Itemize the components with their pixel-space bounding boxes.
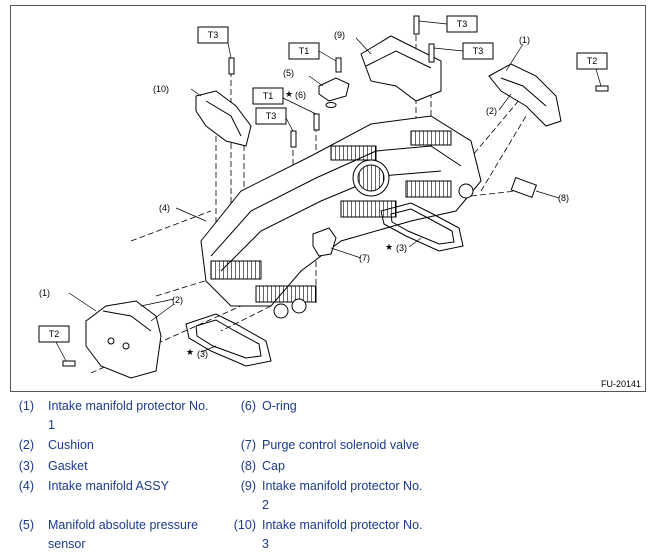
figure-id: FU-20141 (600, 379, 641, 389)
legend-number: (4) (18, 479, 34, 493)
callout-8: (8) (558, 193, 569, 203)
star-6-star: ★ (285, 89, 293, 99)
callout-3-left: (3) (197, 349, 208, 359)
legend-number: (5) (18, 518, 34, 532)
intake-manifold-assy (200, 115, 482, 319)
legend-number: (6) (240, 399, 256, 413)
intake-manifold-protector-no1-left (85, 300, 162, 379)
cap (510, 176, 538, 198)
torque-box: T2 (576, 52, 608, 87)
callout-3-right: (3) (396, 243, 407, 253)
bolts (62, 15, 609, 367)
legend-number: (1) (18, 399, 34, 413)
legend-text: O-ring (262, 399, 297, 413)
callout-2-left: (2) (172, 295, 183, 305)
diagram-drawing: T3 T1 T3 T1 T3 (38, 15, 609, 379)
torque-label: T2 (49, 329, 60, 339)
torque-box: T3 (197, 26, 232, 59)
callout-1-left: (1) (39, 288, 50, 298)
callout-2-right: (2) (486, 106, 497, 116)
o-ring (325, 102, 337, 108)
legend-number: (8) (240, 459, 256, 473)
legend-text: Cap (262, 459, 285, 473)
torque-box: T1 (288, 42, 337, 62)
leader-lines (68, 37, 560, 353)
legend-number: (10) (233, 518, 256, 532)
torque-label: T3 (457, 19, 468, 29)
legend-number: (3) (18, 459, 34, 473)
callout-5: (5) (283, 68, 294, 78)
legend-text: Intake manifold protector No.3 (262, 518, 423, 551)
torque-label: T3 (473, 46, 484, 56)
intake-manifold-protector-no2 (360, 35, 442, 102)
callout-1-right: (1) (519, 35, 530, 45)
torque-label: T2 (587, 56, 598, 66)
torque-label: T3 (208, 30, 219, 40)
gaskets (185, 202, 464, 367)
callout-7: (7) (359, 253, 370, 263)
torque-box: T1 (252, 87, 317, 115)
callout-9: (9) (334, 30, 345, 40)
callout-labels: (10) (4) (1) (2) ★ (3) (5) ★ (6) (7) (9)… (39, 30, 569, 359)
torque-label: T1 (263, 91, 274, 101)
intake-manifold-protector-no3 (195, 90, 252, 147)
legend-text: Purge control solenoid valve (262, 438, 420, 452)
star-3-left-star: ★ (186, 347, 194, 357)
torque-labels: T3 T1 T3 T1 T3 (38, 15, 608, 362)
torque-box: T3 (433, 42, 494, 60)
torque-label: T1 (299, 46, 310, 56)
callout-6: (6) (295, 90, 306, 100)
legend-text: Gasket (48, 459, 88, 473)
legend-text: Intake manifold protector No.1 (48, 399, 209, 432)
torque-label: T3 (266, 111, 277, 121)
legend-text: Cushion (48, 438, 94, 452)
torque-box: T3 (255, 107, 294, 132)
callout-4: (4) (159, 203, 170, 213)
torque-box: T3 (418, 15, 478, 33)
star-3-right-star: ★ (385, 242, 393, 252)
legend-text: Intake manifold protector No.2 (262, 479, 423, 512)
intake-manifold-protector-no1-right (488, 63, 562, 127)
legend-number: (9) (240, 479, 256, 493)
legend-text: Intake manifold ASSY (48, 479, 169, 493)
exploded-diagram: T3 T1 T3 T1 T3 (10, 5, 646, 392)
callout-10: (10) (153, 84, 169, 94)
legend-number: (7) (240, 438, 256, 452)
purge-control-solenoid-valve (312, 227, 337, 257)
torque-box: T2 (38, 325, 70, 362)
legend-number: (2) (18, 438, 34, 452)
map-sensor (318, 77, 350, 102)
